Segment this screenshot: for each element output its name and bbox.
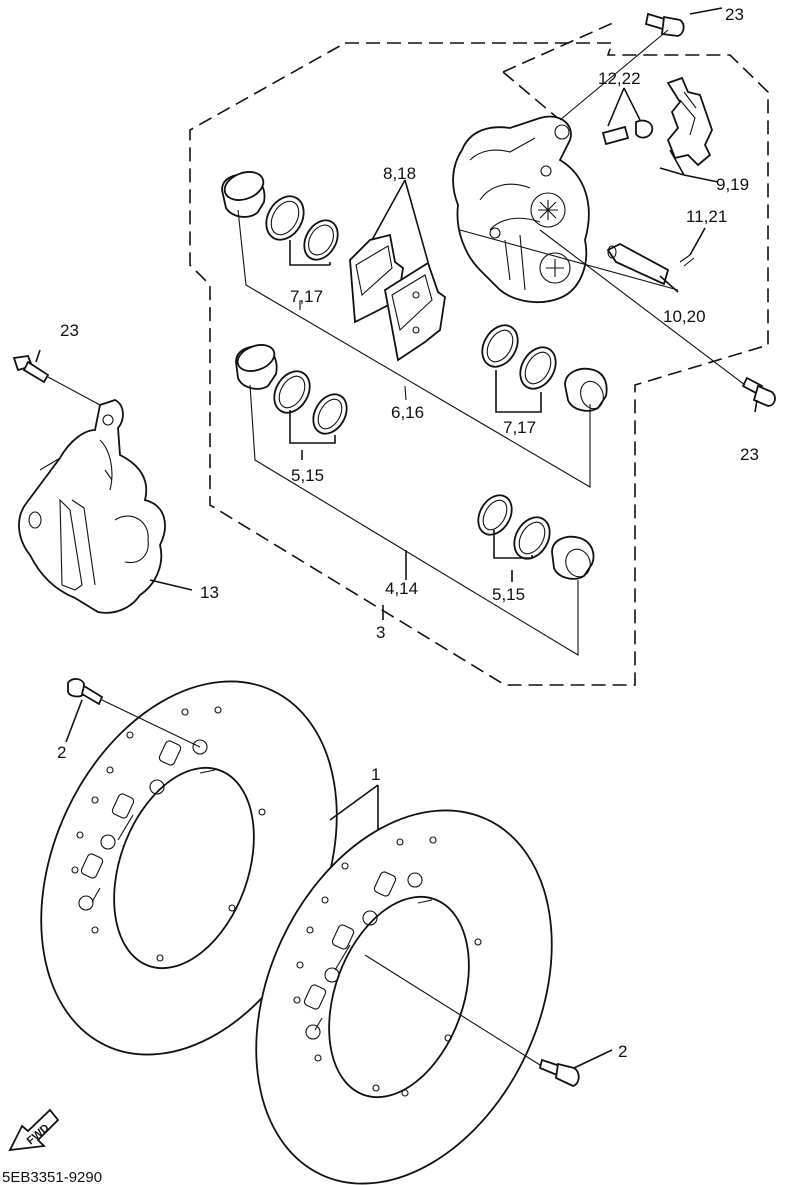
callout-23-right: 23 (740, 445, 759, 464)
brake-pads (349, 233, 446, 362)
pad-pin (606, 242, 670, 286)
callout-23-left: 23 (60, 321, 79, 340)
disc-bolt-right (538, 1058, 580, 1087)
bleed-screw (601, 119, 654, 146)
callout-3: 3 (376, 623, 385, 642)
right-brake-disc (255, 809, 553, 1185)
caliper-subgroup-boundary (502, 21, 616, 121)
assembly-lines (47, 29, 746, 1066)
callout-7-17-a: 7,17 (290, 287, 323, 306)
right-seal-set-lower (477, 494, 595, 580)
callout-5-15-a: 5,15 (291, 466, 324, 485)
callout-5-15-b: 5,15 (492, 585, 525, 604)
callout-23-top: 23 (725, 5, 744, 24)
callout-4-14: 4,14 (385, 579, 418, 598)
fwd-arrow-icon: FWD (8, 1108, 60, 1152)
leader-lines (35, 7, 758, 1069)
callout-6-16: 6,16 (391, 403, 424, 422)
bolt-left (12, 355, 50, 384)
callout-1: 1 (371, 765, 380, 784)
bolt-top-right (644, 12, 685, 37)
callout-13: 13 (200, 583, 219, 602)
callout-2-right: 2 (618, 1042, 627, 1061)
callout-7-17-b: 7,17 (503, 418, 536, 437)
callout-11-21: 11,21 (686, 207, 727, 226)
right-seal-set-upper (481, 324, 608, 412)
callout-2-left: 2 (57, 743, 66, 762)
left-brake-disc (40, 680, 338, 1056)
disc-bolt-left (67, 678, 104, 706)
callout-12-22: 12,22 (598, 69, 641, 88)
right-caliper-body (452, 115, 590, 304)
pad-pin-clip (679, 254, 695, 267)
drawing-code: 5EB3351-9290 (2, 1169, 102, 1185)
pad-spring (666, 76, 713, 167)
callout-10-20: 10,20 (663, 307, 706, 326)
callout-8-18: 8,18 (383, 164, 416, 183)
caliper-kit-boundary (189, 42, 769, 686)
middle-seal-set (235, 344, 348, 435)
left-caliper (18, 399, 166, 614)
callout-9-19: 9,19 (716, 175, 749, 194)
upper-seal-set (221, 171, 339, 261)
bolt-right (741, 376, 776, 407)
